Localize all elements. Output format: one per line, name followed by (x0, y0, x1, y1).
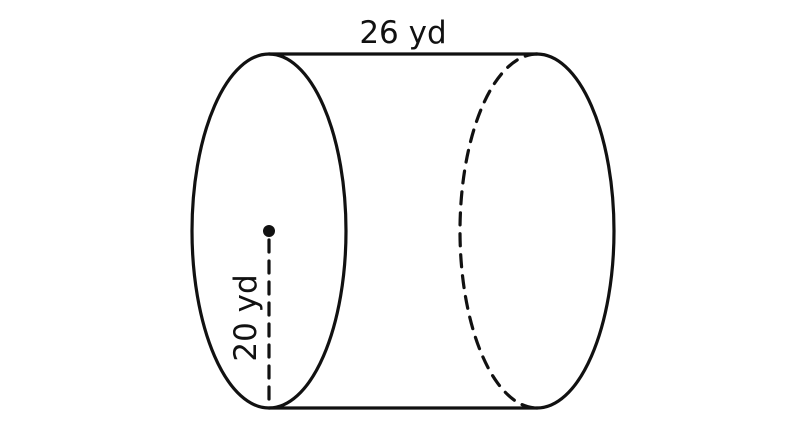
center-point (263, 225, 275, 237)
length-label: 26 yd (359, 15, 446, 51)
back-base-visible-arc (535, 52, 616, 410)
radius-label: 20 yd (228, 274, 264, 361)
back-base-hidden-arc (458, 52, 539, 410)
